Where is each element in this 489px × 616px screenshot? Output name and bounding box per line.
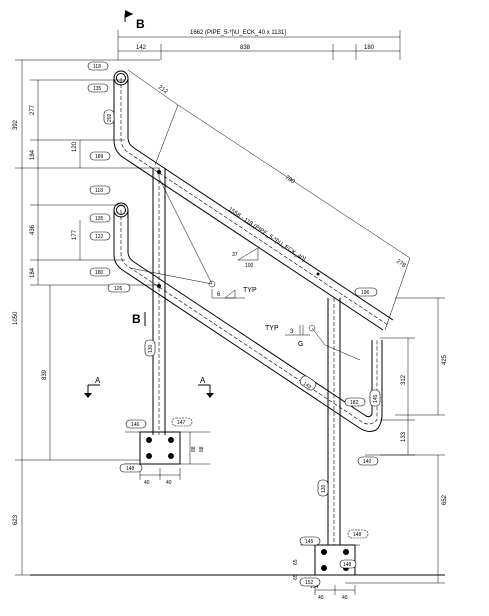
top-dimension-group: 1662 (PIPE_5-*[\U_ECK_40 x 1131] 142 838… (117, 30, 401, 60)
lower-rail-end-cap (113, 202, 129, 218)
left-inner-dim-2: 177 (72, 229, 78, 240)
upper-handrail (113, 78, 394, 331)
base-left-bottom-dim-1: 40 (144, 480, 150, 486)
slope-indicator: 37 100 (232, 247, 259, 269)
section-b-mid-label: B (132, 312, 141, 326)
section-marker-b-mid: B (132, 312, 146, 326)
right-base-plate: 65 65 40 40 154 (293, 544, 360, 601)
section-marker-b-top: B (124, 10, 145, 31)
left-inner-dim-1: 120 (72, 141, 78, 152)
tag-21: 148 (353, 532, 362, 538)
top-dim-2: 838 (240, 45, 251, 51)
weld-symbol-right: TYP 3 G (265, 324, 316, 348)
section-a-right: A (198, 376, 214, 398)
tag-20: 145 (305, 539, 314, 545)
top-dim-3: 180 (364, 45, 375, 51)
tag-19: 130 (321, 484, 327, 493)
tag-8: 180 (95, 270, 104, 276)
tag-7: 122 (95, 234, 104, 240)
joint-dot-lower (157, 284, 161, 288)
section-a-right-label: A (200, 376, 206, 385)
right-dimensions: 425 312 133 652 (345, 297, 448, 584)
tag-12: 143 (302, 381, 312, 391)
base-right-dim-1: 65 (293, 559, 299, 565)
base-right-bottom-dim-1: 40 (318, 595, 324, 601)
weld-symbol-g: G (298, 341, 303, 348)
base-left-dim-1: 88 (191, 446, 197, 452)
tag-18: 140 (363, 459, 372, 465)
tag-9: 126 (114, 286, 123, 292)
base-right-dim-2: 65 (293, 574, 299, 580)
leader-lines (129, 177, 361, 361)
left-outer-dim-3: 623 (13, 514, 19, 525)
member-label: 1558 - 118 (PIPE_5-*[\U_ECK_40] (227, 207, 307, 263)
base-left-dim-2: 88 (199, 446, 205, 452)
left-post (152, 168, 166, 435)
weld-size-left: 6 (217, 292, 221, 298)
left-base-plate: 88 88 40 40 (125, 431, 210, 486)
diagonal-dimensions: 212 780 278 (127, 69, 411, 331)
slope-run: 100 (245, 263, 254, 269)
tag-11: 130 (148, 344, 154, 353)
section-a-left-label: A (95, 376, 101, 385)
base-right-bottom-dim-2: 40 (342, 595, 348, 601)
left-mid-dim-1: 277 (30, 104, 36, 115)
section-b-top-label: B (136, 17, 145, 31)
right-dim-2: 312 (401, 374, 407, 385)
weld-size-right: 3 (290, 329, 294, 335)
tag-15: 146 (131, 422, 140, 428)
left-mid-dim-5: 839 (42, 369, 48, 380)
overall-length-label: 1662 (PIPE_5-*[\U_ECK_40 x 1131] (190, 30, 286, 36)
joint-dot-upper (157, 170, 161, 174)
tag-13: 182 (350, 400, 359, 406)
right-dim-1: 425 (442, 354, 448, 365)
diag-dim-3: 278 (395, 259, 407, 270)
section-a-left: A (84, 376, 101, 398)
weld-symbol-left: 6 TYP (208, 280, 257, 299)
tag-2: 135 (93, 86, 102, 92)
diag-dim-2: 780 (284, 175, 296, 186)
upper-rail-end-cap (113, 70, 129, 86)
right-dim-4: 652 (442, 494, 448, 505)
joint-dot-right (316, 272, 320, 276)
top-dim-1: 142 (136, 45, 147, 51)
slope-rise: 37 (232, 252, 238, 258)
left-dimensions: 392 1050 623 277 184 436 184 839 120 177 (13, 59, 300, 576)
lower-handrail (113, 210, 383, 432)
weld-typ-right: TYP (265, 325, 279, 332)
tag-23: 148 (343, 562, 352, 568)
left-mid-dim-4: 184 (30, 267, 36, 278)
left-outer-dim-2: 1050 (13, 311, 19, 325)
diag-dim-1: 212 (157, 85, 169, 96)
tag-6: 135 (95, 216, 104, 222)
left-mid-dim-2: 184 (30, 149, 36, 160)
tag-5: 118 (95, 188, 103, 194)
base-right-bottom-dim-3: 154 (310, 584, 319, 590)
right-post (327, 298, 341, 545)
weld-typ-left: TYP (243, 287, 257, 294)
right-dim-3: 133 (401, 431, 407, 442)
tag-1: 118 (93, 64, 101, 70)
tag-4: 189 (95, 154, 104, 160)
base-left-bottom-dim-2: 40 (166, 480, 172, 486)
tag-16: 147 (177, 420, 186, 426)
tag-10: 196 (361, 290, 370, 296)
tag-17: 148 (126, 466, 135, 472)
tag-14: 145 (373, 394, 379, 403)
left-mid-dim-3: 436 (30, 224, 36, 235)
left-outer-dim-1: 392 (13, 119, 19, 130)
part-tags: 118 135 202 189 118 135 122 180 126 196 … (87, 61, 381, 587)
tag-3: 202 (107, 113, 113, 122)
tag-22: 152 (305, 580, 314, 586)
